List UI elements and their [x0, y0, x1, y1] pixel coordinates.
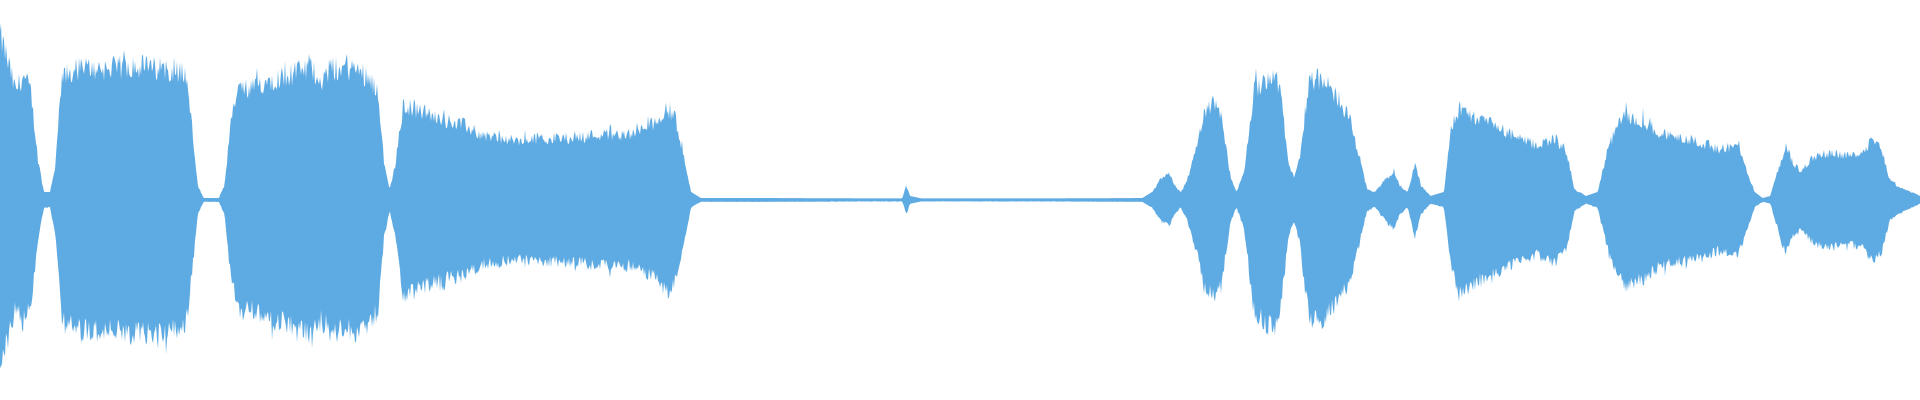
- waveform-path: [0, 23, 1920, 369]
